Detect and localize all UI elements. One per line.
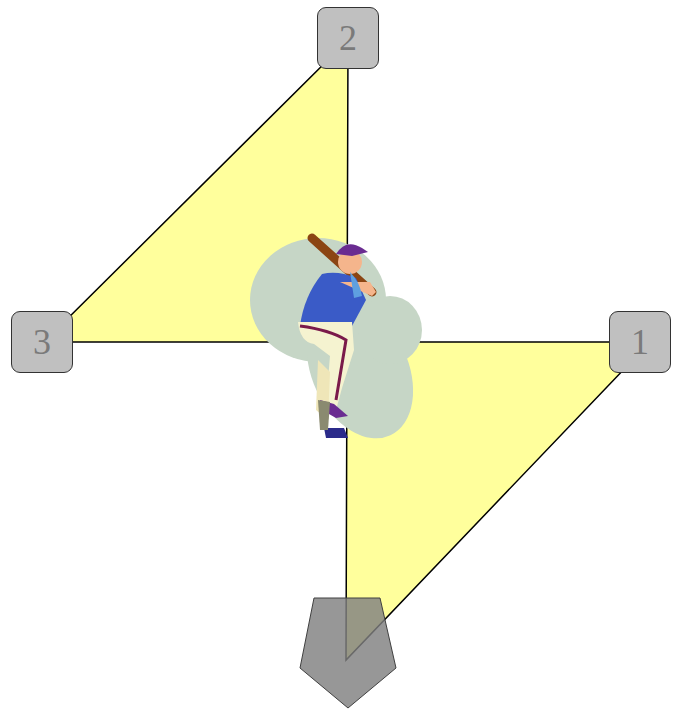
base-box: 2 [317,7,379,69]
base-number: 3 [33,324,51,360]
base-number: 2 [339,20,357,56]
batter-illustration [250,238,434,456]
base-box: 1 [609,311,671,373]
base-box: 3 [11,311,73,373]
infield-diamond [44,40,650,660]
home-plate [300,598,396,708]
base-number: 1 [631,324,649,360]
